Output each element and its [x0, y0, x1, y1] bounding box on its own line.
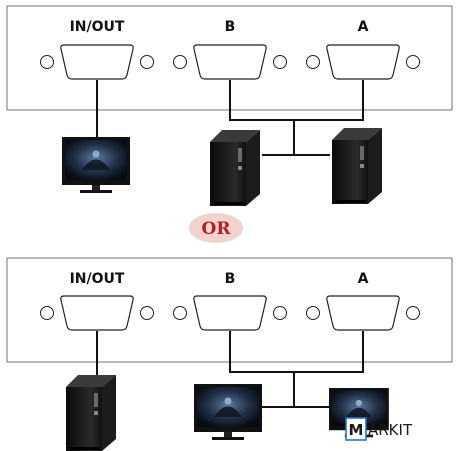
- svg-text:M: M: [349, 421, 364, 439]
- markit-logo: M ARKIT: [345, 417, 413, 441]
- pc-tower-icon: [332, 128, 382, 204]
- port-label-b-top: B: [225, 19, 236, 35]
- svg-text:ARKIT: ARKIT: [368, 421, 413, 439]
- monitor-icon: [194, 384, 262, 440]
- port-label-b-bottom: B: [225, 271, 236, 287]
- port-label-inout-bottom: IN/OUT: [70, 271, 125, 287]
- pc-tower-icon: [66, 375, 116, 451]
- or-badge: [189, 213, 243, 243]
- cables-bottom: [96, 331, 364, 408]
- port-label-a-top: A: [358, 19, 369, 35]
- or-separator-text: OR: [202, 219, 232, 239]
- cables-top: [96, 80, 364, 156]
- port-label-a-bottom: A: [358, 271, 369, 287]
- pc-tower-icon: [210, 130, 260, 206]
- port-label-inout-top: IN/OUT: [70, 19, 125, 35]
- monitor-icon: [62, 137, 130, 193]
